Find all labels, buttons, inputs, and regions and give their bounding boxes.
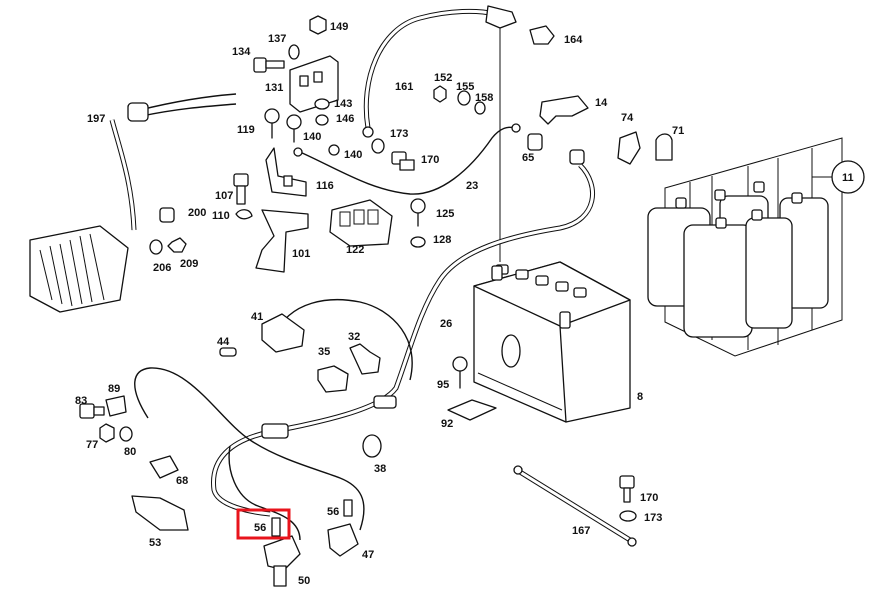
callout-47: 47 [362, 549, 374, 561]
battery [473, 261, 631, 423]
callout-173b: 173 [644, 512, 662, 524]
callout-44: 44 [217, 336, 230, 348]
callout-92: 92 [441, 418, 453, 430]
hardware-parts [79, 15, 673, 587]
callout-161: 161 [395, 81, 413, 93]
callout-80: 80 [124, 446, 136, 458]
callout-26: 26 [440, 318, 452, 330]
callout-137: 137 [268, 33, 286, 45]
callout-110: 110 [212, 210, 230, 222]
callout-134: 134 [232, 46, 251, 58]
callout-116: 116 [316, 180, 334, 192]
callout-164: 164 [564, 34, 583, 46]
callout-149: 149 [330, 21, 348, 33]
callout-131: 131 [265, 82, 283, 94]
callout-14: 14 [595, 97, 608, 109]
callout-125: 125 [436, 208, 454, 220]
callout-152: 152 [434, 72, 452, 84]
callout-119: 119 [237, 124, 255, 136]
callout-122: 122 [346, 244, 364, 256]
callout-200: 200 [188, 207, 206, 219]
callout-38: 38 [374, 463, 386, 475]
callout-labels: 134 137 149 164 131 143 146 161 152 155 … [75, 21, 854, 587]
callout-155: 155 [456, 81, 474, 93]
highlight-56[interactable]: 56 [236, 508, 291, 540]
battery-cell-pack [647, 137, 865, 357]
callout-101: 101 [292, 248, 310, 260]
callout-170a: 170 [421, 154, 439, 166]
highlight-label[interactable]: 56 [254, 522, 266, 534]
callout-71: 71 [672, 125, 684, 137]
callout-170b: 170 [640, 492, 658, 504]
callout-35: 35 [318, 346, 330, 358]
callout-65: 65 [522, 152, 534, 164]
callout-158: 158 [475, 92, 493, 104]
callout-50: 50 [298, 575, 310, 587]
callout-209: 209 [180, 258, 198, 270]
callout-77: 77 [86, 439, 98, 451]
callout-206: 206 [153, 262, 171, 274]
callout-56: 56 [327, 506, 339, 518]
callout-32: 32 [348, 331, 360, 343]
callout-11: 11 [842, 172, 854, 184]
callout-8: 8 [637, 391, 643, 403]
callout-143: 143 [334, 98, 352, 110]
callout-140a: 140 [303, 131, 321, 143]
callout-128: 128 [433, 234, 451, 246]
callout-107: 107 [215, 190, 233, 202]
callout-146: 146 [336, 113, 354, 125]
callout-167: 167 [572, 525, 590, 537]
cables [109, 5, 595, 541]
callout-95: 95 [437, 379, 449, 391]
callout-41: 41 [251, 311, 263, 323]
callout-23: 23 [466, 180, 478, 192]
callout-140b: 140 [344, 149, 362, 161]
callout-68: 68 [176, 475, 188, 487]
highlight-box[interactable] [236, 508, 291, 540]
callout-197: 197 [87, 113, 105, 125]
callout-173a: 173 [390, 128, 408, 140]
callout-53: 53 [149, 537, 161, 549]
callout-83: 83 [75, 395, 87, 407]
callout-74: 74 [621, 112, 634, 124]
callout-89: 89 [108, 383, 120, 395]
starter-motor [29, 207, 187, 313]
